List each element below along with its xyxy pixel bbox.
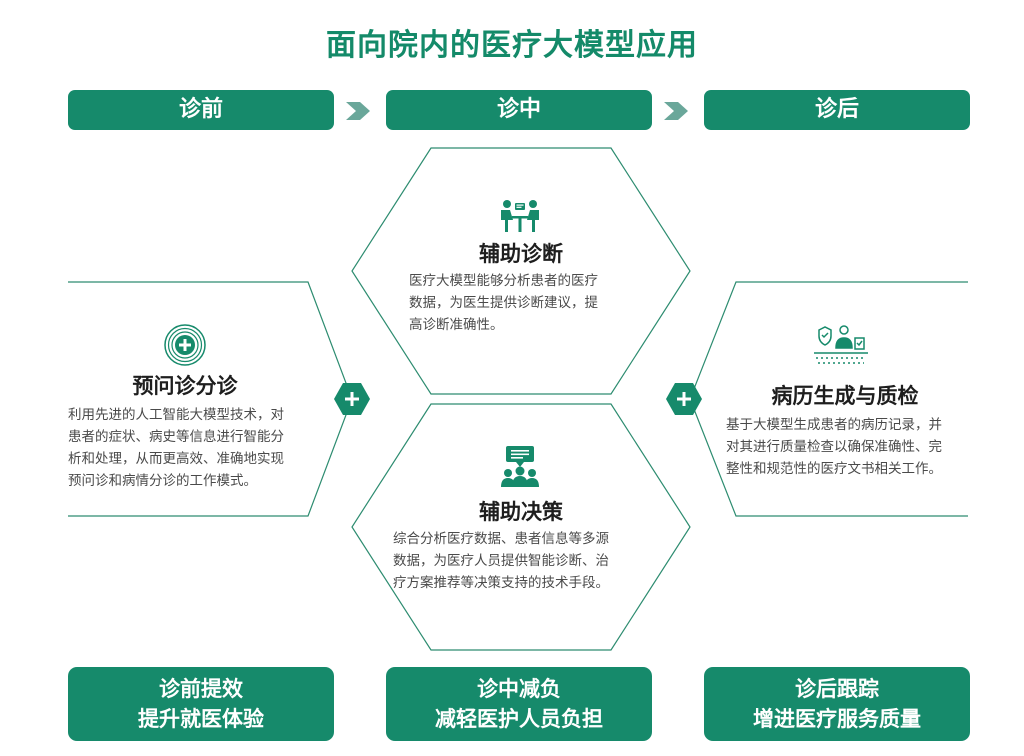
chevron-right-icon — [346, 102, 370, 120]
record-check-icon — [814, 325, 868, 364]
plus-connector-icon — [666, 383, 702, 415]
footer-mid: 诊中减负 减轻医护人员负担 — [386, 667, 652, 741]
diagnosis-card-outline — [351, 147, 691, 395]
plus-target-icon — [164, 324, 206, 366]
post-card-desc: 基于大模型生成患者的病历记录，并 对其进行质量检查以确保准确性、完 整性和规范性… — [726, 417, 942, 477]
footer-pre: 诊前提效 提升就医体验 — [68, 667, 334, 741]
page-title: 面向院内的医疗大模型应用 — [326, 28, 698, 63]
pre-card-title: 预问诊分诊 — [132, 374, 238, 398]
pre-card-desc: 利用先进的人工智能大模型技术，对 患者的症状、病史等信息进行智能分 析和处理，从… — [68, 407, 284, 489]
chevron-right-icon — [664, 102, 688, 120]
stage-post-header: 诊后 — [704, 90, 970, 130]
stage-mid-header: 诊中 — [386, 90, 652, 130]
decision-card-title: 辅助决策 — [479, 500, 563, 524]
plus-connector-icon — [334, 383, 370, 415]
decision-card-outline — [351, 403, 691, 651]
diagnosis-card-desc: 医疗大模型能够分析患者的医疗 数据，为医生提供诊断建议，提 高诊断准确性。 — [409, 273, 598, 333]
footer-post: 诊后跟踪 增进医疗服务质量 — [704, 667, 970, 741]
diagnosis-card-title: 辅助诊断 — [479, 242, 563, 266]
consultation-icon — [501, 200, 539, 232]
post-card-title: 病历生成与质检 — [771, 384, 919, 408]
decision-card-desc: 综合分析医疗数据、患者信息等多源 数据，为医疗人员提供智能诊断、治 疗方案推荐等… — [393, 531, 609, 591]
team-discussion-icon — [501, 446, 539, 487]
stage-pre-header: 诊前 — [68, 90, 334, 130]
